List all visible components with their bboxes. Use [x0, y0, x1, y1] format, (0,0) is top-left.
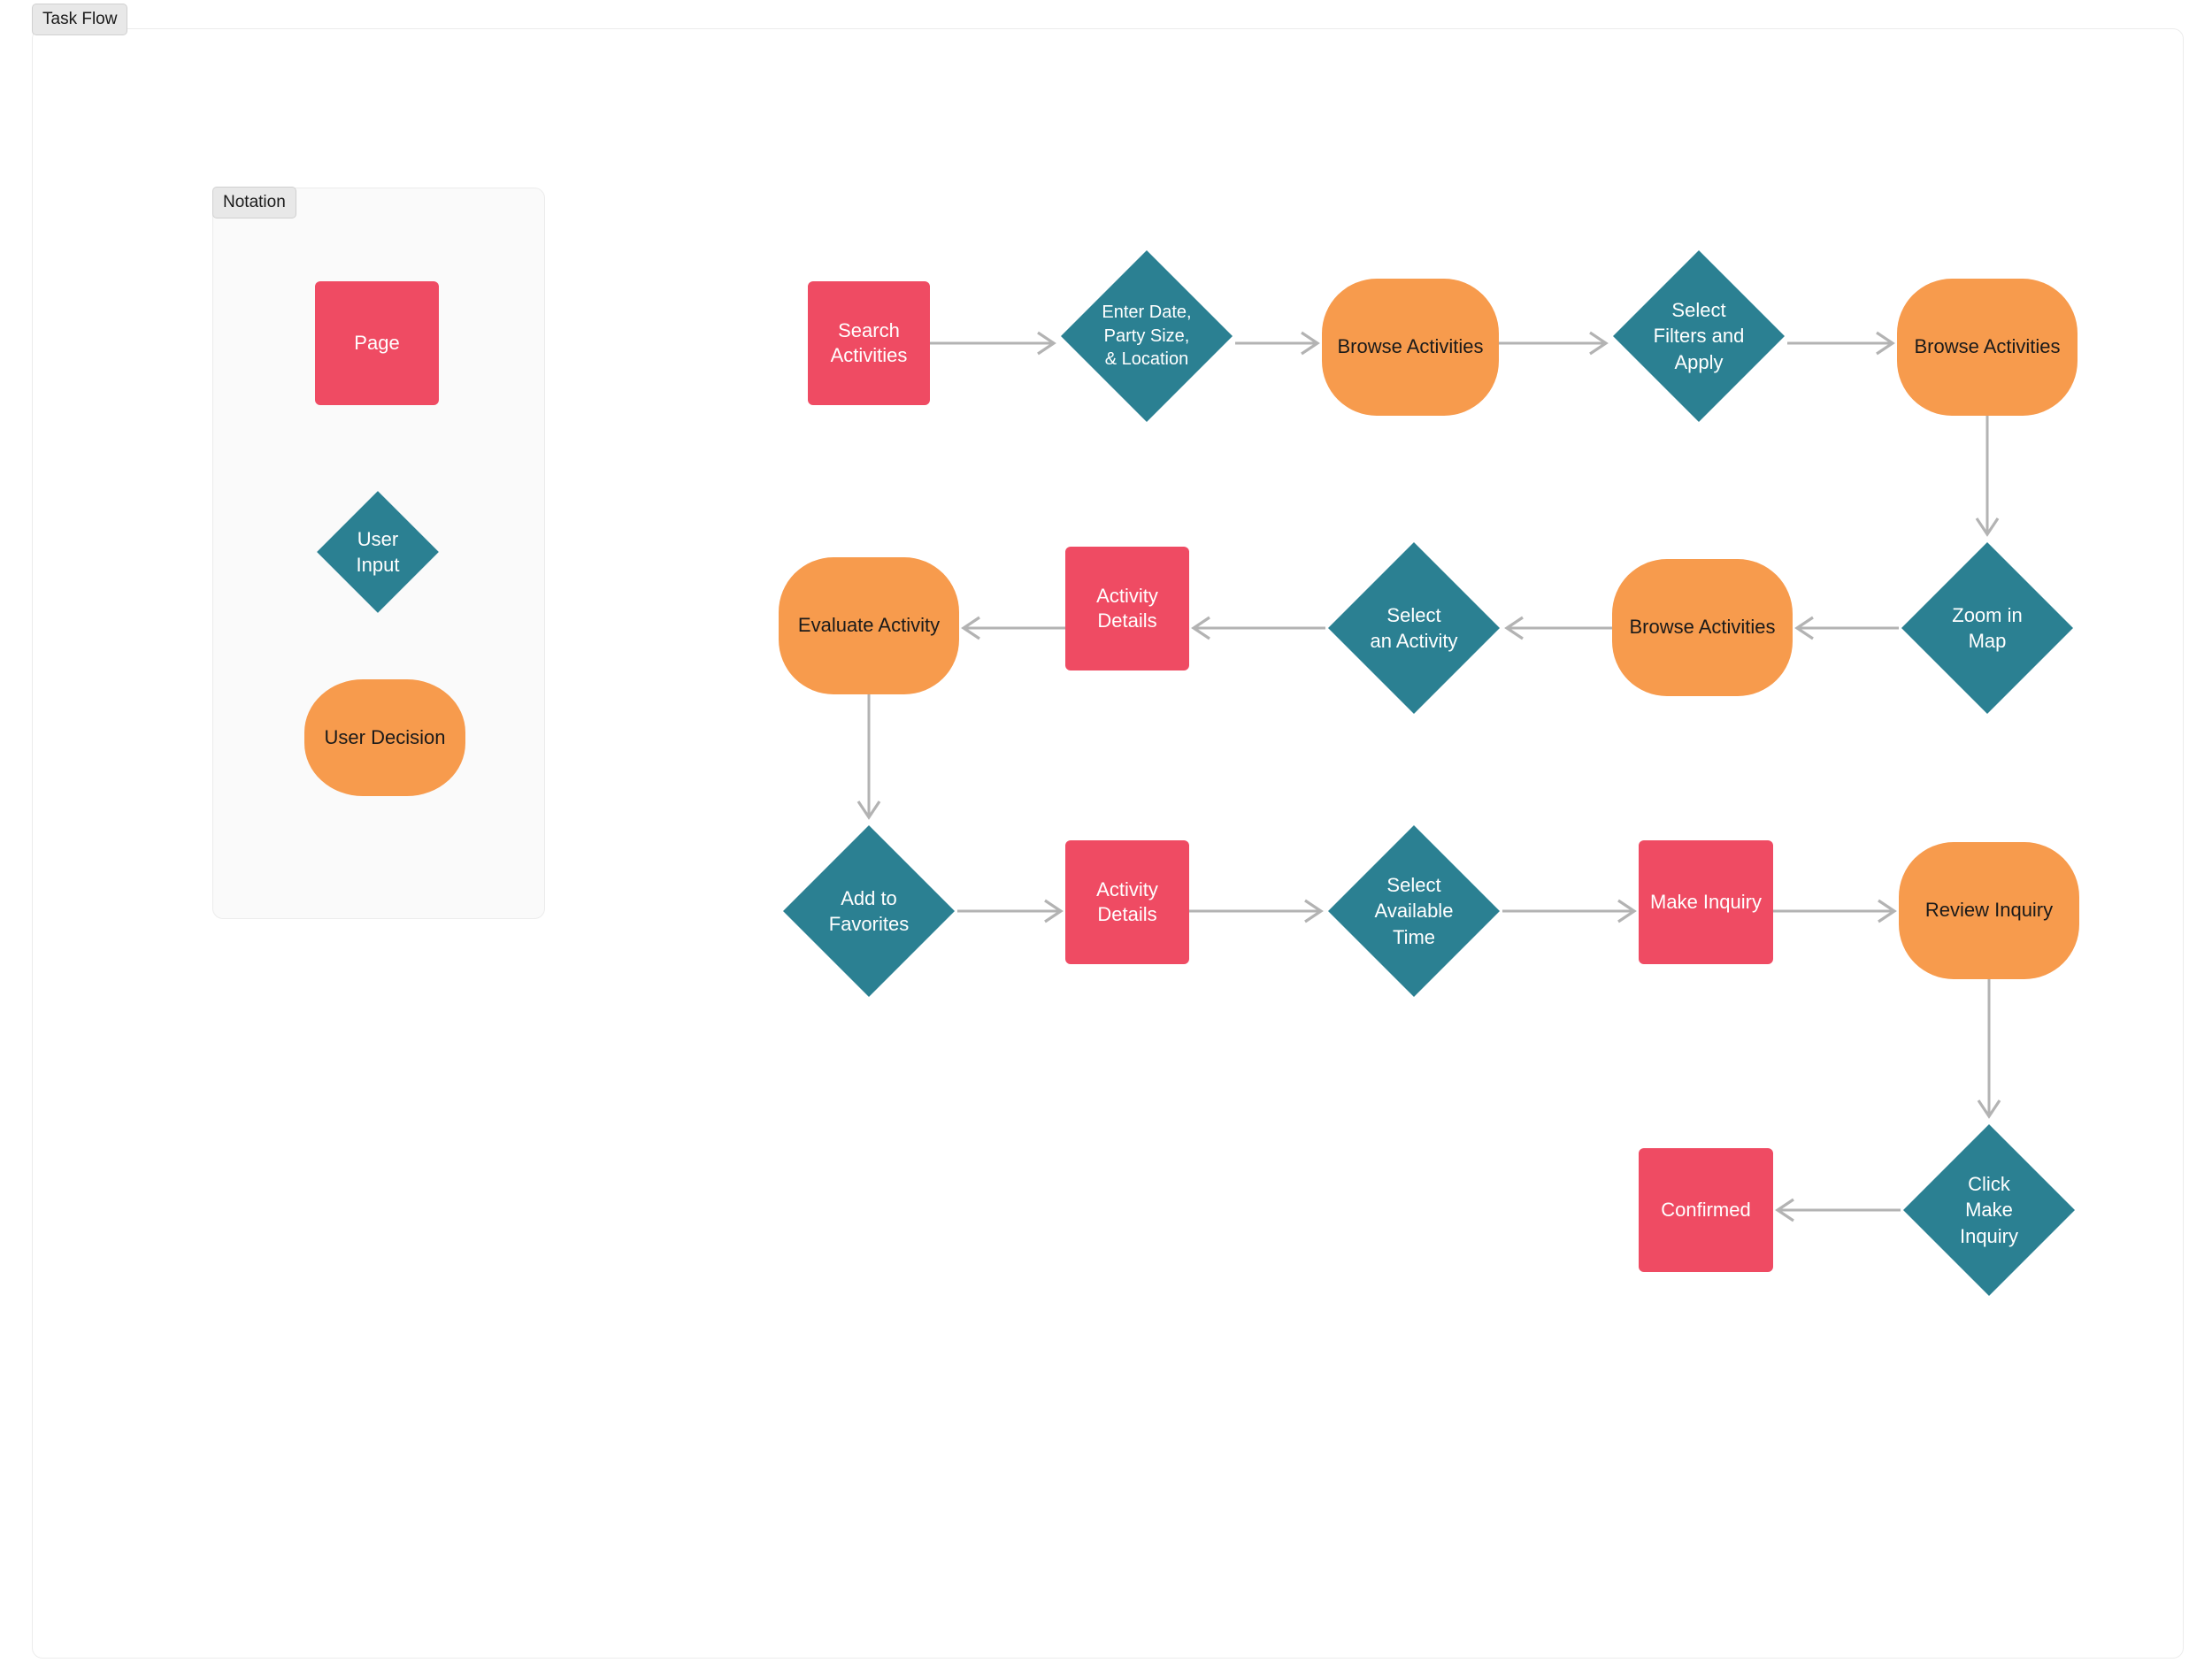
edge-search-to-enter-date [930, 331, 1056, 356]
node-browse-activities-3[interactable]: Browse Activities [1612, 559, 1793, 696]
node-click-make-inquiry[interactable]: Click Make Inquiry [1901, 1122, 2078, 1299]
edge-click-make-inquiry-to-confirmed [1775, 1198, 1901, 1222]
edge-enter-date-to-browse-1 [1235, 331, 1320, 356]
edge-activity-details-1-to-evaluate-activity [961, 616, 1065, 640]
legend-user-input-shape: User Input [315, 489, 441, 615]
node-make-inquiry[interactable]: Make Inquiry [1639, 840, 1773, 964]
node-select-filters-and-apply[interactable]: Select Filters and Apply [1610, 248, 1787, 425]
node-add-to-favorites[interactable]: Add to Favorites [780, 823, 957, 1000]
notation-frame-label[interactable]: Notation [212, 187, 296, 218]
edge-browse-2-to-zoom-in-map [1975, 416, 2000, 537]
node-browse-activities-2[interactable]: Browse Activities [1897, 279, 2078, 416]
node-label: Select Filters and Apply [1653, 298, 1745, 373]
edge-select-filters-to-browse-2 [1787, 331, 1895, 356]
edge-add-to-favorites-to-activity-details-2 [957, 899, 1064, 923]
node-label: Enter Date, Party Size, & Location [1102, 302, 1192, 370]
node-zoom-in-map[interactable]: Zoom in Map [1899, 540, 2076, 716]
node-browse-activities-1[interactable]: Browse Activities [1322, 279, 1499, 416]
edge-activity-details-2-to-select-available-time [1189, 899, 1324, 923]
node-label: Click Make Inquiry [1959, 1172, 2019, 1247]
node-enter-date-party-size-location[interactable]: Enter Date, Party Size, & Location [1058, 248, 1235, 425]
edge-make-inquiry-to-review-inquiry [1773, 899, 1897, 923]
edge-review-inquiry-to-click-make-inquiry [1977, 979, 2001, 1119]
node-activity-details-1[interactable]: Activity Details [1065, 547, 1189, 670]
node-label: Zoom in Map [1952, 603, 2023, 652]
node-review-inquiry[interactable]: Review Inquiry [1899, 842, 2079, 979]
node-label: Add to Favorites [828, 886, 910, 935]
node-label: Select an Activity [1370, 603, 1458, 652]
node-activity-details-2[interactable]: Activity Details [1065, 840, 1189, 964]
node-evaluate-activity[interactable]: Evaluate Activity [779, 557, 959, 694]
edge-select-an-activity-to-activity-details-1 [1191, 616, 1325, 640]
edge-evaluate-activity-to-add-to-favorites [856, 694, 881, 820]
edge-browse-1-to-select-filters [1499, 331, 1609, 356]
node-select-available-time[interactable]: Select Available Time [1325, 823, 1502, 1000]
node-select-an-activity[interactable]: Select an Activity [1325, 540, 1502, 716]
edge-browse-3-to-select-an-activity [1504, 616, 1612, 640]
node-search-activities[interactable]: Search Activities [808, 281, 930, 405]
node-confirmed[interactable]: Confirmed [1639, 1148, 1773, 1272]
node-label: Select Available Time [1374, 873, 1454, 948]
edge-select-available-time-to-make-inquiry [1502, 899, 1637, 923]
edge-zoom-in-map-to-browse-3 [1794, 616, 1899, 640]
task-flow-frame-label[interactable]: Task Flow [32, 4, 128, 35]
legend-user-input-label: User Input [356, 527, 400, 576]
